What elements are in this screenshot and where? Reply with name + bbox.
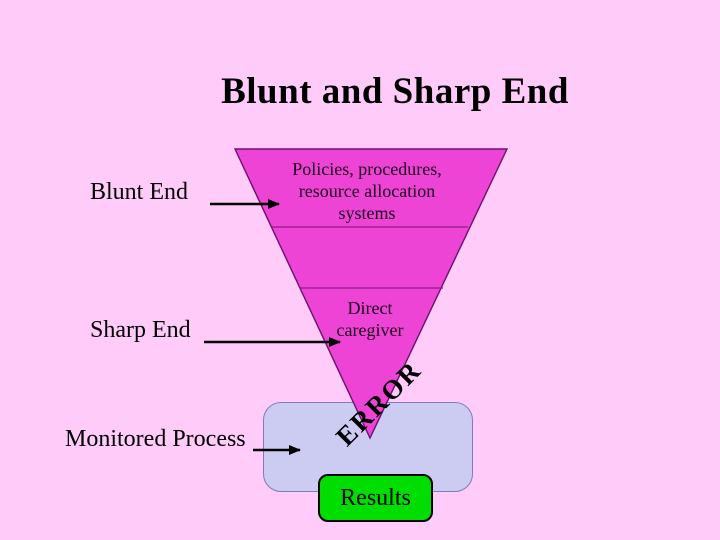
sharp-end-label: Sharp End [90, 317, 191, 343]
results-box: Results [318, 474, 433, 522]
monitored-process-label: Monitored Process [65, 426, 246, 452]
triangle-bottom-section-label: Direct caregiver [336, 298, 404, 340]
slide-title: Blunt and Sharp End [221, 71, 569, 112]
blunt-end-label: Blunt End [90, 179, 189, 205]
results-label: Results [340, 484, 411, 511]
inverted-triangle-shape [233, 148, 509, 440]
triangle-top-section-label: Policies, procedures, resource allocatio… [292, 159, 442, 223]
